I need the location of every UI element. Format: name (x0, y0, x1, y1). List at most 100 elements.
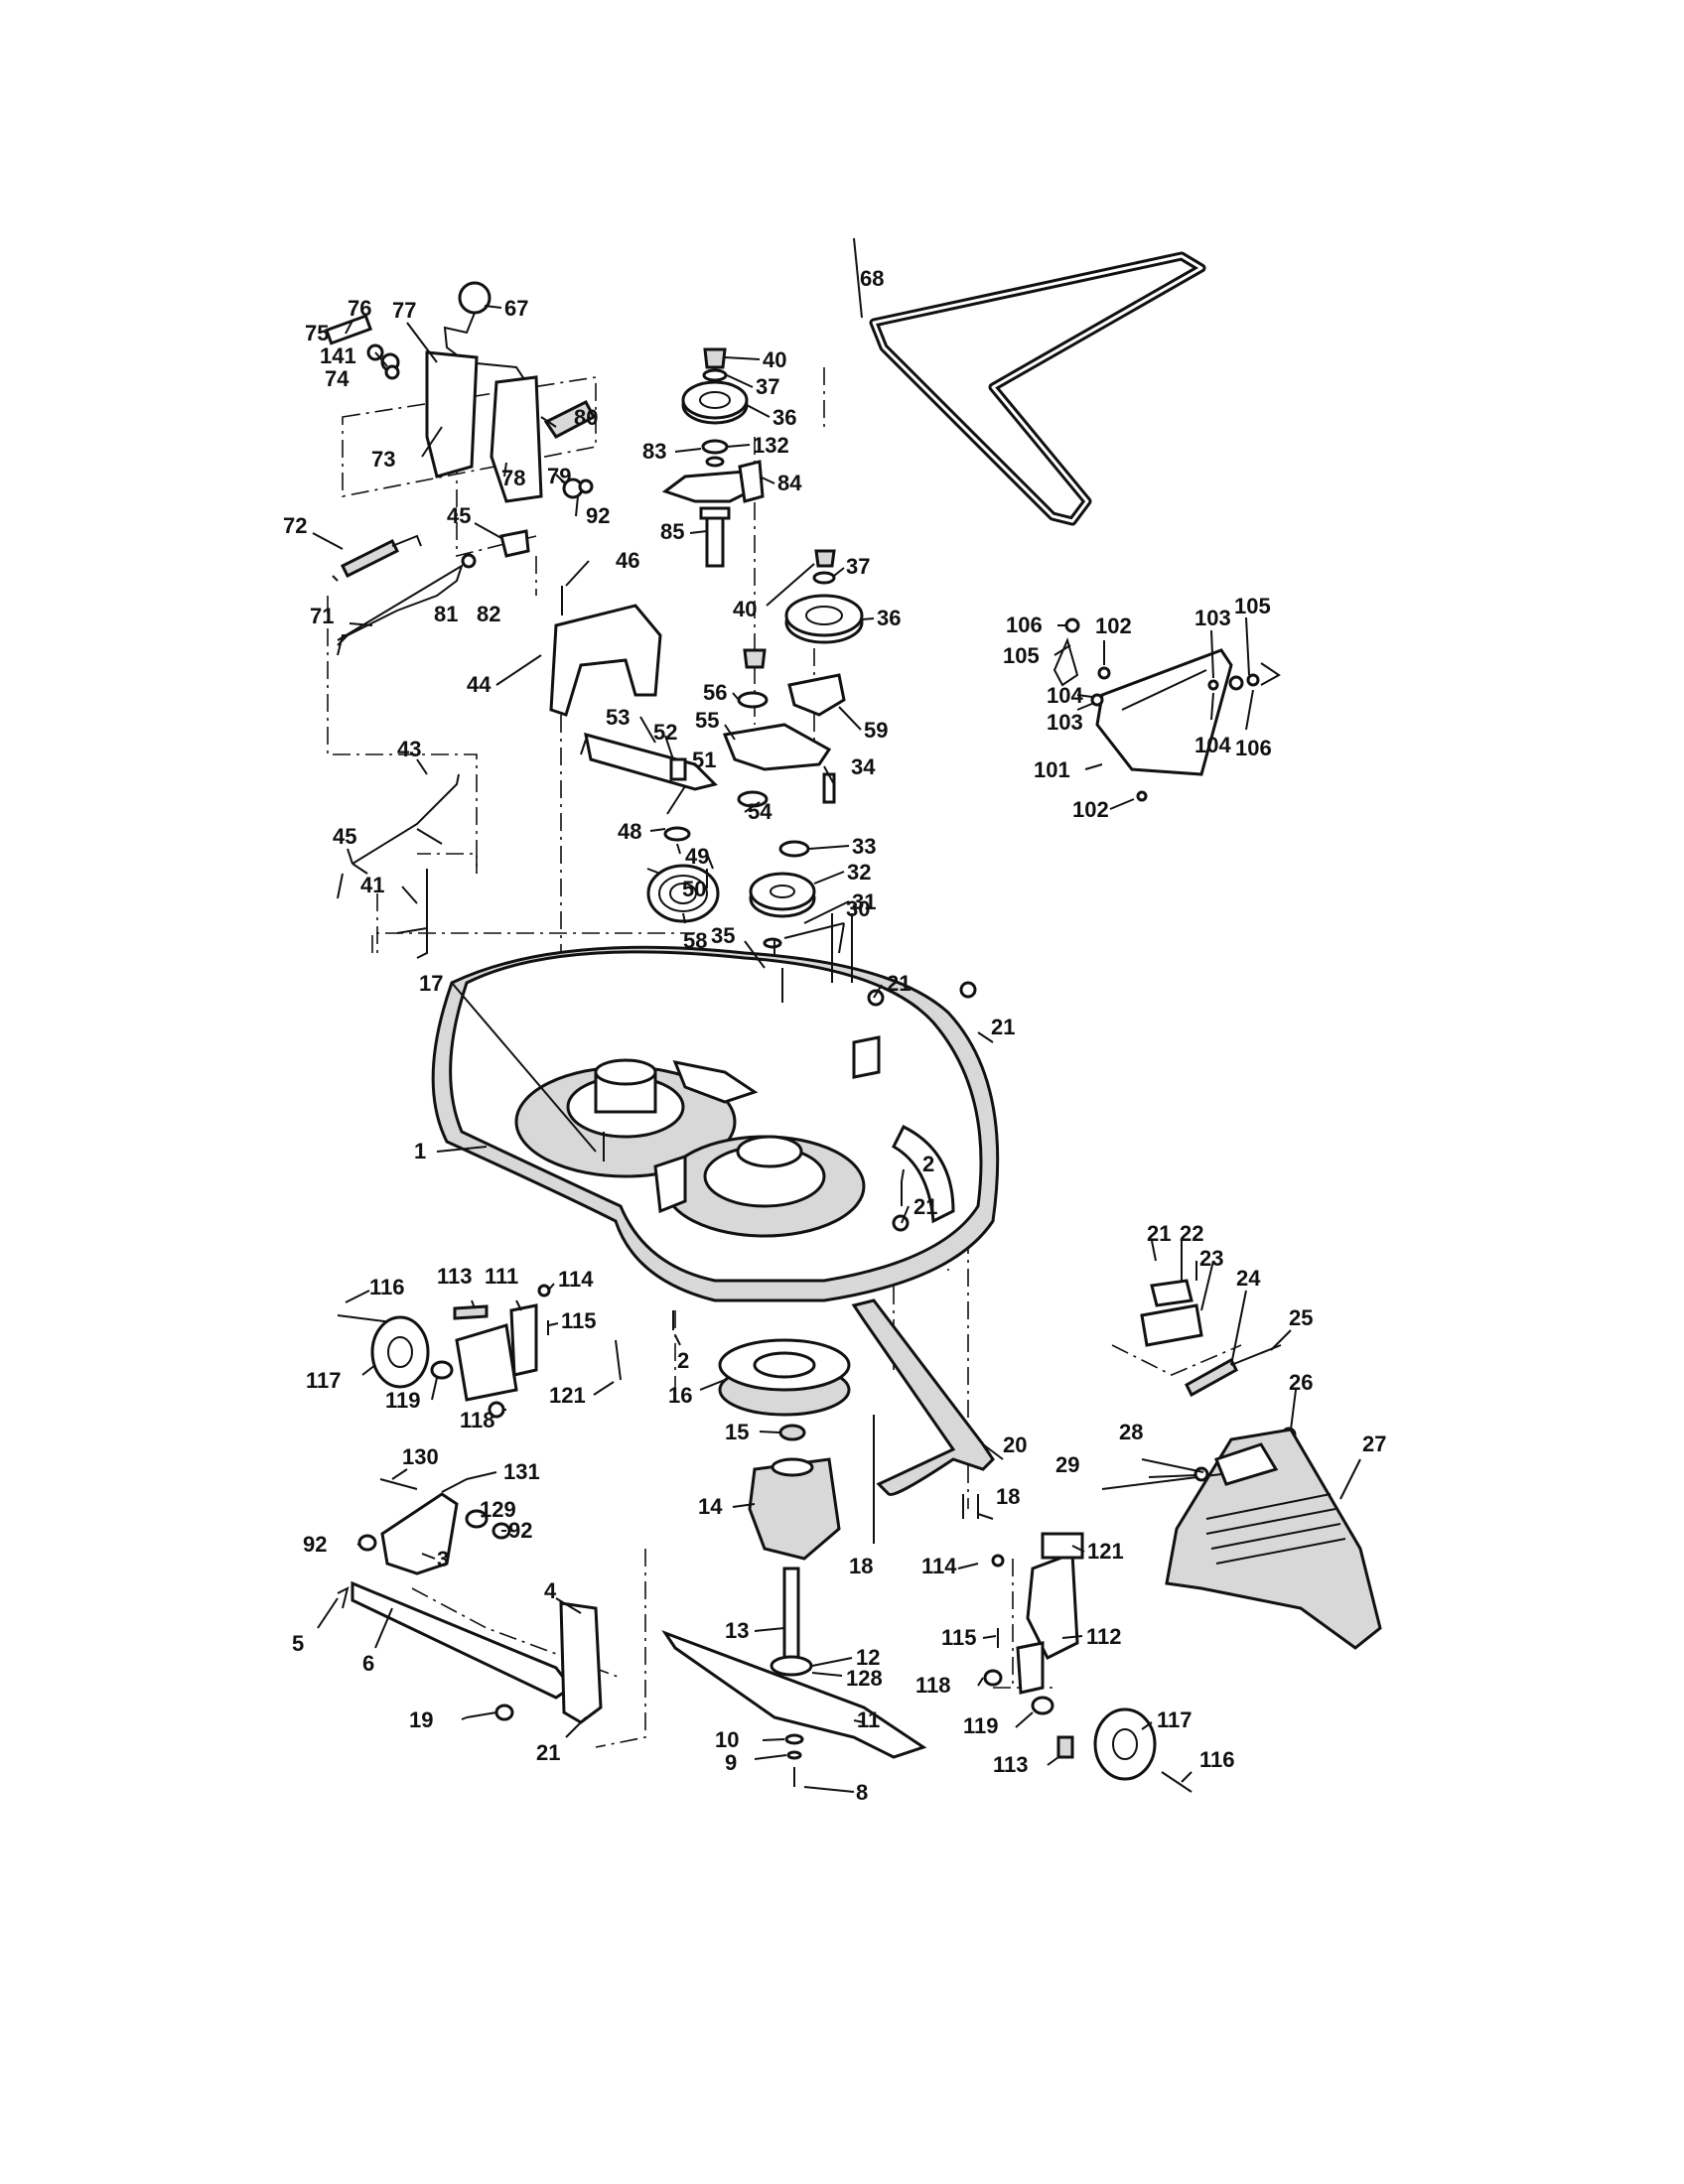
callout-label: 81 (434, 602, 458, 626)
callout-label: 117 (306, 1368, 342, 1393)
callout-label: 37 (756, 374, 779, 399)
callout-label: 58 (683, 928, 707, 953)
callout-label: 40 (763, 347, 786, 372)
callout-label: 34 (851, 754, 876, 779)
callout-label: 11 (857, 1707, 880, 1732)
callout-label: 80 (574, 405, 598, 430)
callout-label: 1 (414, 1139, 426, 1163)
callout-label: 56 (703, 680, 727, 705)
deck-idler-pulley-right (749, 772, 836, 993)
callout-label: 105 (1003, 643, 1040, 668)
callout-label: 8 (856, 1780, 868, 1805)
callout-label: 2 (922, 1152, 934, 1176)
callout-label: 52 (653, 720, 677, 745)
callout-label: 77 (392, 298, 416, 323)
callout-labels: 67 76 77 75 141 74 73 80 78 79 92 72 45 … (283, 266, 1386, 1805)
callout-label: 79 (547, 464, 571, 488)
callout-label: 73 (371, 447, 395, 472)
callout-label: 26 (1289, 1370, 1313, 1395)
callout-label: 40 (733, 597, 757, 621)
callout-label: 17 (419, 971, 443, 996)
callout-label: 118 (915, 1673, 951, 1698)
callout-label: 28 (1119, 1420, 1143, 1444)
callout-label: 114 (558, 1267, 594, 1292)
callout-label: 16 (668, 1383, 692, 1408)
idler-arm-and-spring (580, 732, 720, 923)
callout-label: 129 (480, 1497, 516, 1522)
callout-label: 118 (460, 1408, 495, 1433)
callout-label: 82 (477, 602, 500, 626)
callout-label: 132 (753, 433, 789, 458)
callout-label: 115 (561, 1308, 597, 1333)
callout-label: 102 (1072, 797, 1109, 822)
leader-lines (312, 237, 1361, 1793)
callout-label: 15 (725, 1420, 749, 1444)
lift-link-rods (332, 529, 530, 959)
callout-label: 92 (508, 1518, 532, 1543)
callout-label: 48 (618, 819, 641, 844)
callout-label: 106 (1006, 613, 1043, 637)
callout-label: 121 (1087, 1539, 1124, 1564)
callout-label: 43 (397, 737, 421, 761)
callout-label: 10 (715, 1727, 739, 1752)
discharge-deflector (1052, 617, 1281, 802)
callout-label: 92 (303, 1532, 327, 1557)
callout-label: 45 (333, 824, 356, 849)
callout-label: 83 (642, 439, 666, 464)
callout-label: 19 (409, 1707, 433, 1732)
callout-label: 106 (1235, 736, 1272, 760)
callout-label: 103 (1047, 710, 1083, 735)
callout-label: 30 (846, 896, 870, 921)
blade-spindle-assembly (661, 1338, 927, 1787)
callout-label: 29 (1055, 1452, 1079, 1477)
callout-label: 44 (467, 672, 491, 697)
baffle (851, 1298, 995, 1519)
callout-label: 22 (1180, 1221, 1203, 1246)
callout-label: 49 (685, 844, 709, 869)
callout-label: 119 (963, 1713, 999, 1738)
callout-label: 36 (772, 405, 796, 430)
callout-label: 112 (1086, 1624, 1122, 1649)
callout-label: 75 (305, 321, 329, 345)
callout-label: 54 (748, 799, 772, 824)
callout-label: 18 (996, 1484, 1020, 1509)
callout-label: 114 (921, 1554, 957, 1578)
callout-label: 51 (692, 748, 716, 772)
callout-label: 104 (1194, 733, 1231, 757)
hardware-bolts (603, 913, 977, 1330)
idler-pulley-stack-upper (661, 347, 765, 568)
callout-label: 32 (847, 860, 871, 885)
callout-label: 117 (1157, 1707, 1193, 1732)
callout-label: 130 (402, 1444, 439, 1469)
callout-label: 67 (504, 296, 528, 321)
callout-label: 55 (695, 708, 719, 733)
callout-label: 53 (606, 705, 630, 730)
callout-label: 78 (501, 466, 525, 490)
front-link-assembly (337, 1580, 603, 1724)
callout-label: 141 (320, 343, 356, 368)
callout-label: 45 (447, 503, 471, 528)
callout-label: 41 (360, 873, 384, 897)
callout-label: 92 (586, 503, 610, 528)
callout-label: 13 (725, 1618, 749, 1643)
front-hanger-bracket (357, 1478, 511, 1575)
callout-label: 119 (385, 1388, 421, 1413)
callout-label: 102 (1095, 614, 1132, 638)
callout-label: 128 (846, 1666, 883, 1691)
callout-label: 27 (1362, 1432, 1386, 1456)
callout-label: 3 (437, 1547, 449, 1571)
callout-label: 72 (283, 513, 307, 538)
callout-label: 25 (1289, 1305, 1313, 1330)
callout-label: 103 (1194, 606, 1231, 630)
callout-label: 12 (856, 1645, 880, 1670)
callout-label: 116 (369, 1275, 405, 1299)
callout-label: 104 (1047, 683, 1083, 708)
gauge-wheel-right (983, 1532, 1193, 1793)
callout-label: 6 (362, 1651, 374, 1676)
callout-label: 9 (725, 1750, 737, 1775)
callout-label: 115 (941, 1625, 977, 1650)
callout-label: 4 (544, 1578, 557, 1603)
callout-label: 113 (993, 1752, 1029, 1777)
drive-belt (869, 251, 1206, 526)
